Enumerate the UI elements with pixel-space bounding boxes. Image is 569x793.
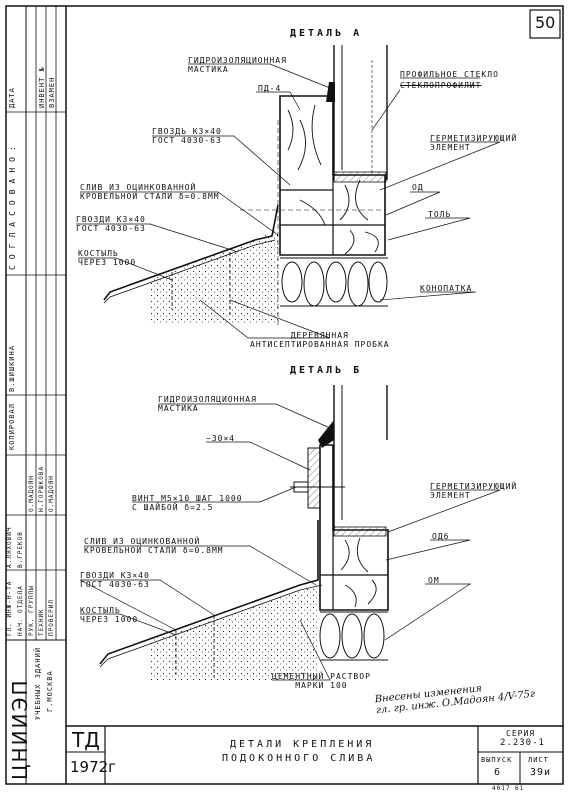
series-label: СЕРИЯ xyxy=(506,729,536,738)
detail-b-title: ДЕТАЛЬ Б xyxy=(290,365,363,376)
label-tol: ТОЛЬ xyxy=(428,210,452,219)
footer-mark: 4017 61 xyxy=(492,785,525,792)
signer-name-3: О.МАДОЯН xyxy=(28,475,35,512)
label-strip: ~30×4 xyxy=(206,434,236,443)
doc-code: ТД xyxy=(72,728,100,752)
left-copied-name: В.ШИШКИНА xyxy=(8,345,16,392)
signer-role-5: ПРОВЕРИЛ xyxy=(48,599,55,636)
signer-name-1: А.ЛЯХОВИЧ xyxy=(6,526,13,568)
label-glass: ПРОФИЛЬНОЕ СТЕКЛО xyxy=(400,70,499,79)
label-glass-struck: СТЕКЛОПРОФИЛИТ xyxy=(400,81,482,90)
signer-role-2: НАЧ. ОТДЕЛА xyxy=(17,585,24,636)
left-agreed: СОГЛАСОВАНО: xyxy=(8,140,17,270)
left-replaces: ВЗАМЕН xyxy=(48,76,56,108)
sheet-label: ЛИСТ xyxy=(528,756,549,764)
label-nails-a: ГВОЗДИ К3×40 ГОСТ 4030-63 xyxy=(76,215,146,233)
signer-name-5: О.МАДОЯН xyxy=(48,475,55,512)
institute-city: Г.МОСКВА xyxy=(46,670,54,712)
doc-title-2: ПОДОКОННОГО СЛИВА xyxy=(222,753,376,764)
signer-role-1: ГЛ. ИНЖ-Н-ТА xyxy=(6,580,13,636)
label-nails-b: ГВОЗДИ К3×40 ГОСТ 4030-63 xyxy=(80,571,150,589)
label-om: ОМ xyxy=(428,576,440,585)
institute-sub: УЧЕБНЫХ ЗДАНИЙ xyxy=(34,646,42,720)
label-seal-b: ГЕРМЕТИЗИРУЮЩИЙ ЭЛЕМЕНТ xyxy=(430,482,518,500)
detail-a-title: ДЕТАЛЬ А xyxy=(290,28,363,39)
label-mastic-b: ГИДРОИЗОЛЯЦИОННАЯ МАСТИКА xyxy=(158,395,257,413)
label-od: ОД xyxy=(412,183,424,192)
label-crutch-b: КОСТЫЛЬ ЧЕРЕЗ 1000 xyxy=(80,606,139,624)
series-value: 2.230-1 xyxy=(500,738,545,748)
label-konopatka: КОНОПАТКА xyxy=(420,284,473,293)
label-drip-b: СЛИВ ИЗ ОЦИНКОВАННОЙ КРОВЕЛЬНОЙ СТАЛИ δ=… xyxy=(84,537,224,555)
label-nail-a: ГВОЗДЬ К3×40 ГОСТ 4030-63 xyxy=(152,127,222,145)
label-screw: ВИНТ М5×10 ШАГ 1000 С ШАЙБОЙ δ=2.5 xyxy=(132,494,243,512)
doc-title-1: ДЕТАЛИ КРЕПЛЕНИЯ xyxy=(230,739,375,750)
left-inventory: ИНВЕНТ № xyxy=(38,66,46,108)
signer-role-3: РУК. ГРУППЫ xyxy=(28,585,35,636)
label-mastic-a: ГИДРОИЗОЛЯЦИОННАЯ МАСТИКА xyxy=(188,56,287,74)
left-date: ДАТА xyxy=(8,87,16,108)
signer-name-4: Н.ГОРШКОВА xyxy=(38,465,45,512)
issue-value: 6 xyxy=(494,767,502,778)
issue-label: ВЫПУСК xyxy=(481,756,513,764)
signer-role-4: ТЕХНИК xyxy=(38,608,45,636)
sheet-value: 39и xyxy=(530,767,552,778)
label-drip-a: СЛИВ ИЗ ОЦИНКОВАННОЙ КРОВЕЛЬНОЙ СТАЛИ δ=… xyxy=(80,183,220,201)
label-plug: ДЕРЕВЯННАЯ АНТИСЕПТИРОВАННАЯ ПРОБКА xyxy=(250,331,390,349)
label-pd4: ПД-4 xyxy=(258,84,282,93)
left-copied: КОПИРОВАЛ xyxy=(8,403,16,450)
label-crutch-a: КОСТЫЛЬ ЧЕРЕЗ 1000 xyxy=(78,249,137,267)
signer-name-2: В.ГРЕКОВ xyxy=(17,531,24,568)
doc-year: 1972г xyxy=(70,758,117,776)
label-od6: ОД6 xyxy=(432,532,450,541)
label-seal-a: ГЕРМЕТИЗИРУЮЩИЙ ЭЛЕМЕНТ xyxy=(430,134,518,152)
institute-logo: ЦНИИЭП xyxy=(8,678,32,781)
label-mortar: ЦЕМЕНТНЫЙ РАСТВОР МАРКИ 100 xyxy=(272,672,371,690)
sheet-number: 50 xyxy=(535,13,556,32)
